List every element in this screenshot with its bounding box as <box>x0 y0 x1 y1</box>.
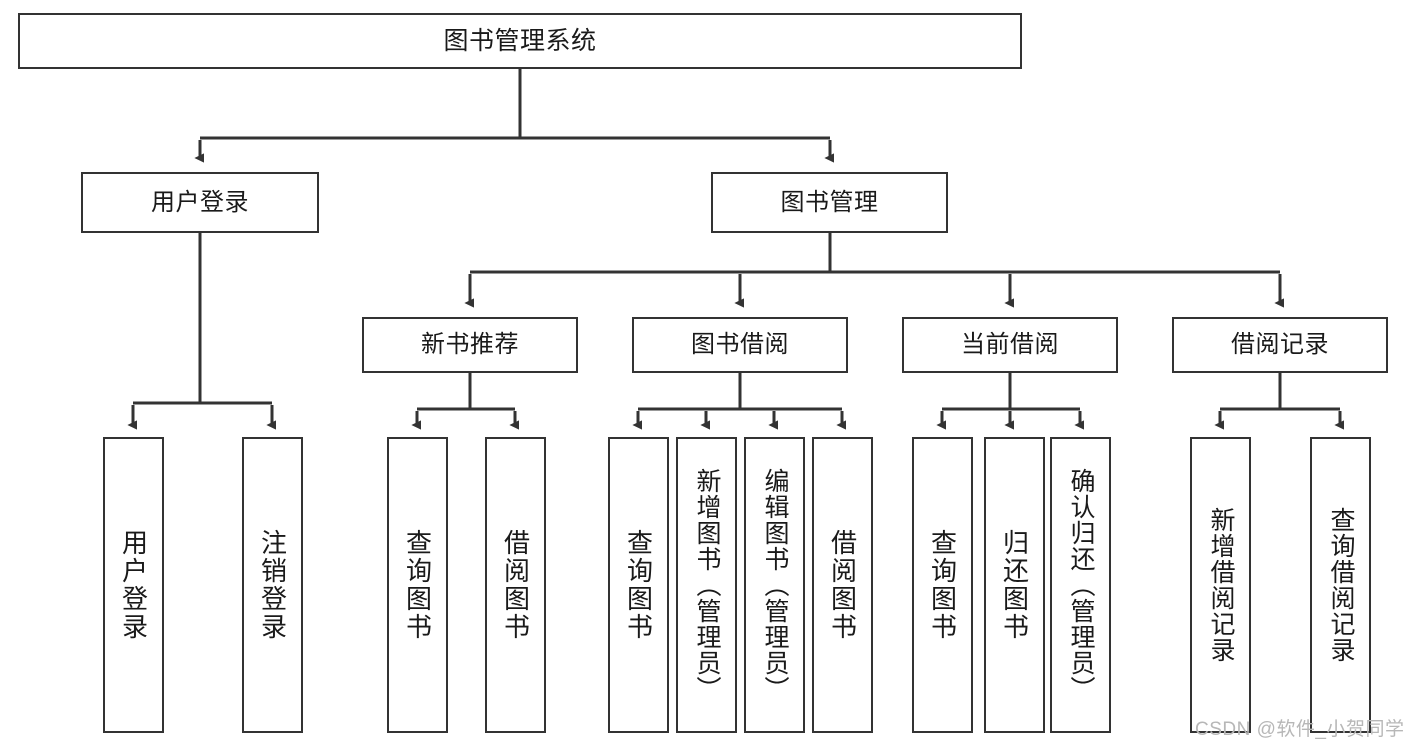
node-borrowing-records[interactable]: 借阅记录 <box>1172 317 1388 373</box>
node-label: 图书借阅 <box>691 331 789 359</box>
node-label: 确认归还（管理员） <box>1067 468 1095 702</box>
leaf-borrow-book-from-recommendation[interactable]: 借阅图书 <box>485 437 546 733</box>
node-label: 当前借阅 <box>961 331 1059 359</box>
node-current-borrowing[interactable]: 当前借阅 <box>902 317 1118 373</box>
node-book-borrowing[interactable]: 图书借阅 <box>632 317 848 373</box>
node-label: 图书管理 <box>780 188 879 216</box>
node-label: 图书管理系统 <box>443 26 597 55</box>
csdn-watermark: CSDN @软件_小贺同学 <box>1195 719 1405 740</box>
leaf-return-book[interactable]: 归还图书 <box>984 437 1045 733</box>
node-label: 查询图书 <box>402 529 433 641</box>
node-label: 注销登录 <box>257 529 288 641</box>
leaf-add-borrowing-record[interactable]: 新增借阅记录 <box>1190 437 1251 733</box>
leaf-add-book-admin[interactable]: 新增图书（管理员） <box>676 437 737 733</box>
node-label: 借阅记录 <box>1231 331 1329 359</box>
leaf-edit-book-admin[interactable]: 编辑图书（管理员） <box>744 437 805 733</box>
node-new-book-recommendation[interactable]: 新书推荐 <box>362 317 578 373</box>
node-label: 用户登录 <box>151 188 249 216</box>
node-user-login[interactable]: 用户登录 <box>81 172 319 233</box>
leaf-query-book-from-current[interactable]: 查询图书 <box>912 437 973 733</box>
node-label: 查询借阅记录 <box>1327 507 1355 663</box>
leaf-query-borrowing-record[interactable]: 查询借阅记录 <box>1310 437 1371 733</box>
node-label: 新书推荐 <box>421 331 519 359</box>
leaf-confirm-return-admin[interactable]: 确认归还（管理员） <box>1050 437 1111 733</box>
leaf-query-book-from-recommendation[interactable]: 查询图书 <box>387 437 448 733</box>
node-label: 借阅图书 <box>827 529 858 641</box>
leaf-borrow-book-from-borrowing[interactable]: 借阅图书 <box>812 437 873 733</box>
node-label: 查询图书 <box>623 529 654 641</box>
leaf-user-logout[interactable]: 注销登录 <box>242 437 303 733</box>
node-label: 编辑图书（管理员） <box>761 468 789 702</box>
leaf-user-login[interactable]: 用户登录 <box>103 437 164 733</box>
node-label: 新增借阅记录 <box>1207 507 1235 663</box>
node-label: 查询图书 <box>927 529 958 641</box>
node-label: 归还图书 <box>999 529 1030 641</box>
node-book-management[interactable]: 图书管理 <box>711 172 948 233</box>
node-label: 借阅图书 <box>500 529 531 641</box>
node-label: 新增图书（管理员） <box>693 468 721 702</box>
leaf-query-book-from-borrowing[interactable]: 查询图书 <box>608 437 669 733</box>
node-root-system[interactable]: 图书管理系统 <box>18 13 1022 69</box>
node-label: 用户登录 <box>118 529 149 641</box>
